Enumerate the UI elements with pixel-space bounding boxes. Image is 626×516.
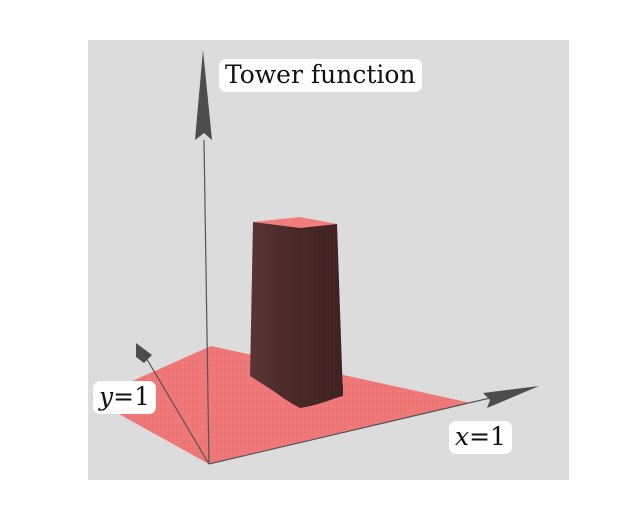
z-axis-arrowhead (195, 50, 212, 140)
y-axis-label: y=1 (93, 381, 156, 414)
x-axis-line (208, 397, 491, 465)
plot-title-text: Tower function (225, 60, 416, 89)
plot-title: Tower function (219, 59, 422, 92)
base-surface-mesh (92, 346, 471, 464)
y-axis-arrowhead (136, 343, 152, 363)
y-axis-line (144, 355, 210, 465)
y-axis-label-value: =1 (113, 382, 150, 411)
x-axis-label-value: =1 (469, 422, 506, 451)
y-axis-label-variable: y (99, 382, 114, 411)
x-axis-label-variable: x (455, 422, 470, 451)
z-axis-line (203, 139, 210, 465)
x-axis-arrowhead (483, 386, 539, 408)
tower-top-face (253, 217, 337, 228)
tower-front-face-mesh (250, 222, 343, 408)
x-axis-label: x=1 (449, 421, 512, 454)
